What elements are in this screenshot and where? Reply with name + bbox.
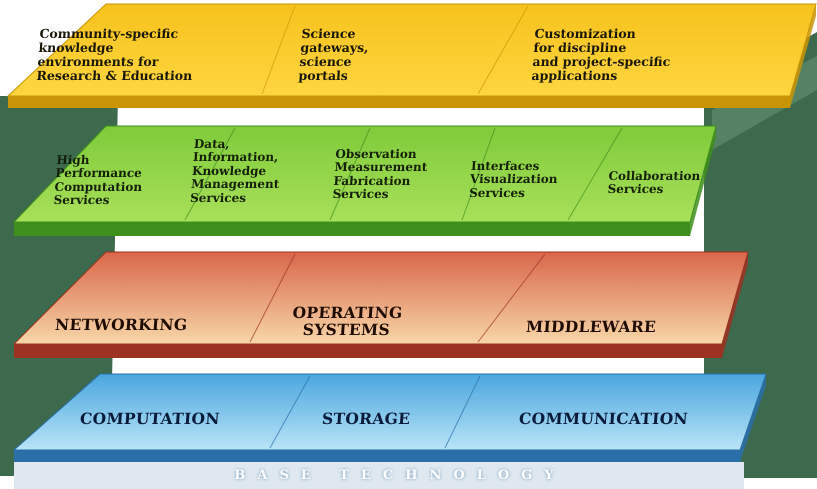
services-cell-observation: Observation Measurement Fabrication Serv…	[332, 147, 428, 202]
systems-cell-operating-systems: OPERATING SYSTEMS	[291, 303, 404, 340]
layer-systems-divider-1	[477, 253, 546, 343]
layer-base-divider-0	[269, 375, 311, 449]
base-cell-storage: STORAGE	[321, 409, 411, 428]
base-cell-communication: COMMUNICATION	[518, 409, 689, 428]
right-column	[704, 32, 817, 478]
layer-services-front-edge	[14, 222, 690, 236]
base-technology-label: BASE TECHNOLOGY	[234, 468, 566, 483]
base-band	[14, 462, 744, 489]
layer-application-side-edge	[790, 4, 816, 108]
layer-application-front-edge	[8, 96, 790, 108]
services-cell-collaboration: Collaboration Services	[607, 169, 701, 197]
base-cell-computation: COMPUTATION	[79, 409, 221, 428]
app-cell-customization: Customization for discipline and project…	[531, 26, 671, 83]
systems-cell-middleware: MIDDLEWARE	[525, 317, 657, 336]
app-cell-community-environments: Community-specific knowledge environment…	[36, 26, 193, 83]
app-cell-science-gateways: Science gateways, science portals	[298, 26, 370, 83]
layer-base-divider-1	[444, 375, 481, 449]
layer-application-divider-1	[477, 5, 529, 95]
services-cell-interfaces: Interfaces Visualization Services	[468, 159, 558, 200]
layer-systems-side-edge	[722, 252, 748, 358]
layer-services-divider-3	[567, 127, 623, 221]
layer-services-divider-2	[461, 127, 496, 221]
layer-base-front-edge	[14, 450, 740, 462]
layer-application-divider-0	[261, 5, 296, 95]
layer-base-side-edge	[740, 374, 766, 462]
systems-cell-networking: NETWORKING	[54, 315, 189, 334]
layer-systems-front-edge	[14, 344, 722, 358]
services-cell-data-management: Data, Information, Knowledge Management …	[189, 137, 280, 205]
layer-services-divider-0	[184, 127, 236, 221]
layer-services-divider-1	[329, 127, 371, 221]
services-cell-hpc: High Performance Computation Services	[53, 153, 143, 208]
layer-systems-divider-0	[249, 253, 296, 343]
layer-services-side-edge	[690, 126, 716, 236]
